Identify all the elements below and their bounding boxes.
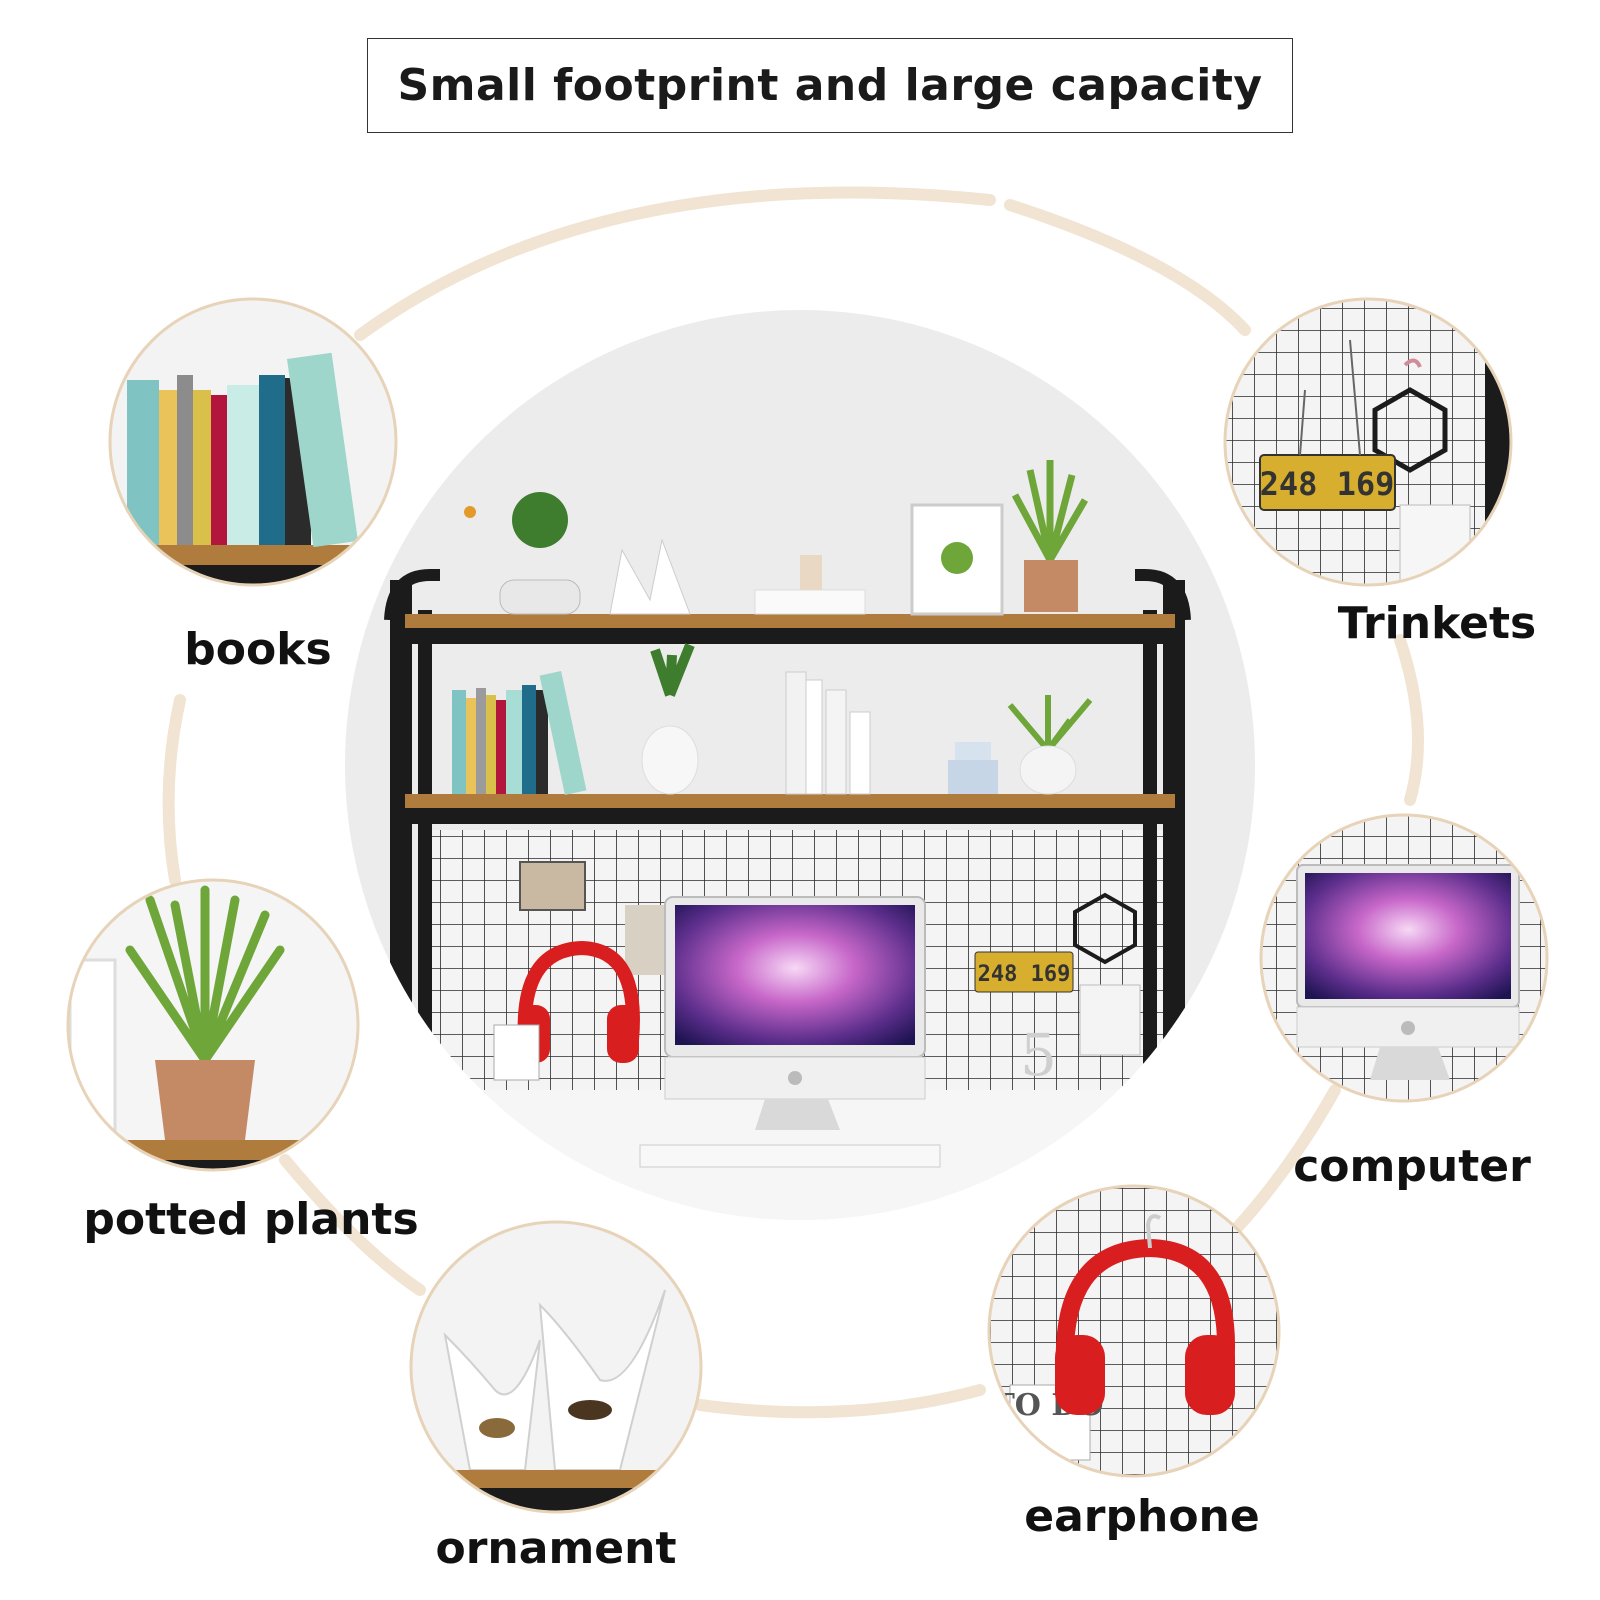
main-product-image: 248 169 5 — [345, 310, 1255, 1220]
trinkets-image: 248 169 — [1225, 299, 1511, 585]
earphone-image: TO DO — [989, 1186, 1279, 1476]
ornament-circle-border — [409, 1220, 703, 1514]
earphone-circle-border — [987, 1184, 1281, 1478]
potted-plants-circle-border — [66, 878, 360, 1172]
main-license-plate: 248 169 — [978, 962, 1071, 987]
label-trinkets: Trinkets — [1337, 598, 1537, 649]
potted-plants-image — [68, 880, 358, 1170]
decorative-ring — [162, 186, 1424, 1419]
label-ornament: ornament — [435, 1523, 677, 1574]
label-books: books — [184, 624, 332, 675]
label-computer: computer — [1293, 1141, 1531, 1192]
trinkets-license-plate: 248 169 — [1260, 465, 1395, 503]
books-circle-border — [108, 297, 398, 587]
page-title: Small footprint and large capacity — [397, 60, 1263, 111]
computer-image — [1261, 815, 1547, 1101]
ornament-image — [411, 1222, 701, 1512]
title-box: Small footprint and large capacity — [367, 38, 1293, 133]
trinkets-circle-border — [1223, 297, 1513, 587]
label-earphone: earphone — [1024, 1491, 1260, 1542]
label-potted-plants: potted plants — [83, 1194, 419, 1245]
svg-text:5: 5 — [1020, 1021, 1057, 1089]
computer-circle-border — [1259, 813, 1549, 1103]
